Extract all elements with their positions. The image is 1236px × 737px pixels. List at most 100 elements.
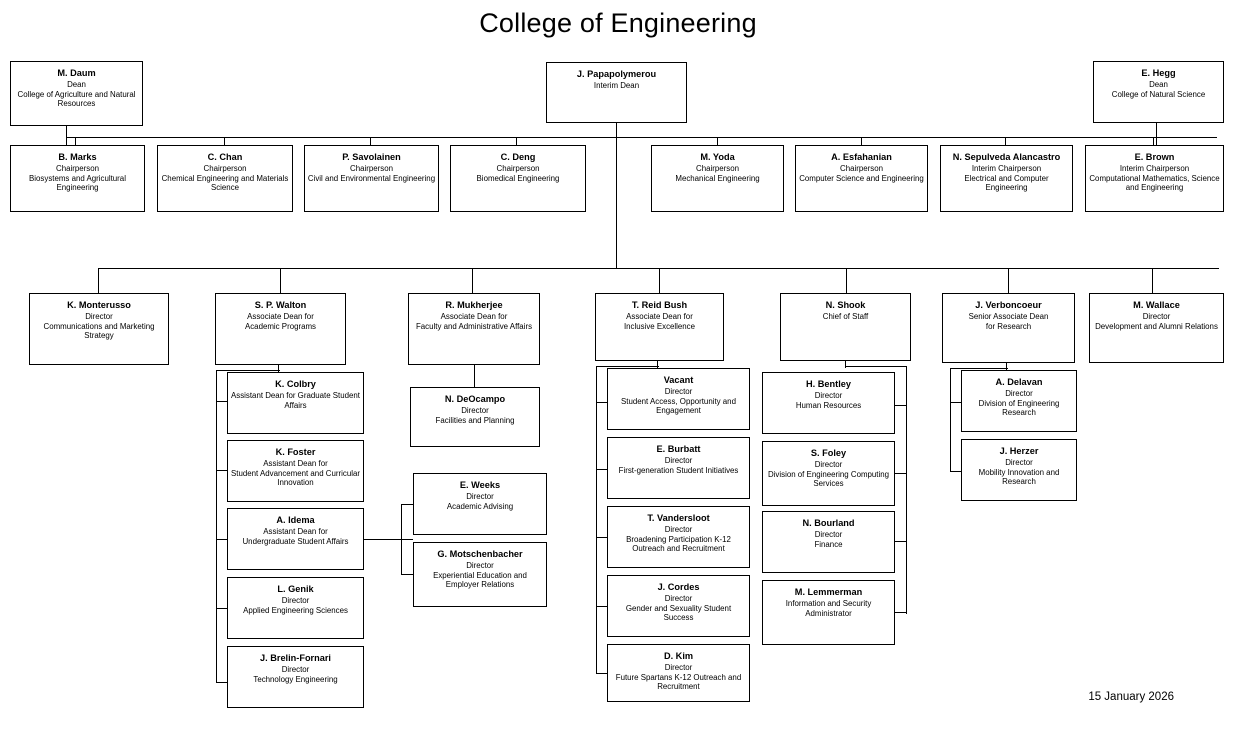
node-role: Director <box>664 525 693 534</box>
node-role: Director <box>814 460 843 469</box>
node-m-lemmerman[interactable]: M. Lemmerman Information and Security Ad… <box>762 580 895 645</box>
node-n-sepulveda-alancastro[interactable]: N. Sepulveda Alancastro Interim Chairper… <box>940 145 1073 212</box>
node-name: J. Cordes <box>657 582 700 592</box>
node-s-foley[interactable]: S. Foley Director Division of Engineerin… <box>762 441 895 506</box>
node-p-savolainen[interactable]: P. Savolainen Chairperson Civil and Envi… <box>304 145 439 212</box>
connector-daum-down <box>66 125 68 145</box>
node-role: Director <box>466 561 494 570</box>
node-vacant[interactable]: Vacant Director Student Access, Opportun… <box>607 368 750 430</box>
node-c-chan[interactable]: C. Chan Chairperson Chemical Engineering… <box>157 145 293 212</box>
node-unit: Broadening Participation K-12 Outreach a… <box>626 534 731 554</box>
connector-idema-to-weeks <box>401 504 414 506</box>
node-j-brelin-fornari[interactable]: J. Brelin-Fornari Director Technology En… <box>227 646 364 708</box>
connector-shook-stub <box>845 360 847 368</box>
node-k-monterusso[interactable]: K. Monterusso Director Communications an… <box>29 293 169 365</box>
node-k-colbry[interactable]: K. Colbry Assistant Dean for Graduate St… <box>227 372 364 434</box>
node-unit: Electrical and Computer Engineering <box>964 173 1049 193</box>
node-name: E. Burbatt <box>656 444 701 454</box>
connector-idema-out <box>363 539 413 541</box>
node-n-deocampo[interactable]: N. DeOcampo Director Facilities and Plan… <box>410 387 540 447</box>
node-role: Director <box>1005 389 1033 398</box>
node-b-marks[interactable]: B. Marks Chairperson Biosystems and Agri… <box>10 145 145 212</box>
connector-idema-to-motschenbacher <box>401 574 414 576</box>
node-role: Chairperson <box>696 164 739 173</box>
node-name: N. Shook <box>825 300 866 310</box>
node-d-kim[interactable]: D. Kim Director Future Spartans K-12 Out… <box>607 644 750 702</box>
connector-drop-shook <box>846 268 848 293</box>
node-j-cordes[interactable]: J. Cordes Director Gender and Sexuality … <box>607 575 750 637</box>
node-h-bentley[interactable]: H. Bentley Director Human Resources <box>762 372 895 434</box>
node-name: N. DeOcampo <box>444 394 506 404</box>
node-role: Assistant Dean for <box>263 459 328 468</box>
node-name: S. Foley <box>810 448 847 458</box>
node-name: H. Bentley <box>806 379 851 389</box>
connector-verboncoeur-stub-h <box>950 368 1008 370</box>
node-e-hegg[interactable]: E. Hegg Dean College of Natural Science <box>1093 61 1224 123</box>
node-role: Information and Security Administrator <box>785 599 872 618</box>
node-name: A. Delavan <box>995 377 1043 387</box>
connector-walton-to-colbry <box>216 401 228 403</box>
node-role: Associate Dean for <box>247 312 314 321</box>
node-unit: Facilities and Planning <box>435 415 515 425</box>
connector-walton-to-brelinfornari <box>216 682 228 684</box>
node-role: Director <box>814 530 843 539</box>
node-unit: First-generation Student Initiatives <box>618 465 739 475</box>
node-name: J. Herzer <box>999 446 1039 456</box>
node-unit: Mechanical Engineering <box>675 173 760 183</box>
node-k-foster[interactable]: K. Foster Assistant Dean for Student Adv… <box>227 440 364 502</box>
node-n-bourland[interactable]: N. Bourland Director Finance <box>762 511 895 573</box>
connector-verboncoeur-stub <box>1006 362 1008 370</box>
connector-drop-mukherjee <box>472 268 474 293</box>
connector-drop-brown <box>1153 137 1155 145</box>
node-t-vandersloot[interactable]: T. Vandersloot Director Broadening Parti… <box>607 506 750 568</box>
node-m-wallace[interactable]: M. Wallace Director Development and Alum… <box>1089 293 1224 363</box>
node-t-reid-bush[interactable]: T. Reid Bush Associate Dean for Inclusiv… <box>595 293 724 361</box>
node-s-p-walton[interactable]: S. P. Walton Associate Dean for Academic… <box>215 293 346 365</box>
node-unit: Division of Engineering Computing Servic… <box>767 469 890 489</box>
node-role: Director <box>281 665 310 674</box>
node-e-weeks[interactable]: E. Weeks Director Academic Advising <box>413 473 547 535</box>
node-name: E. Hegg <box>1141 68 1176 78</box>
node-name: K. Colbry <box>275 379 316 389</box>
node-unit: Human Resources <box>795 400 862 410</box>
node-m-daum[interactable]: M. Daum Dean College of Agriculture and … <box>10 61 143 126</box>
node-unit: Experiential Education and Employer Rela… <box>433 570 527 590</box>
connector-verboncoeur-to-herzer <box>950 471 962 473</box>
connector-reidbush-to-burbatt <box>596 469 608 471</box>
node-a-idema[interactable]: A. Idema Assistant Dean for Undergraduat… <box>227 508 364 570</box>
connector-drop-marks <box>75 137 77 145</box>
node-unit: Future Spartans K-12 Outreach and Recrui… <box>615 672 742 692</box>
node-name: T. Reid Bush <box>631 300 688 310</box>
connector-drop-wallace <box>1152 268 1154 293</box>
node-role: Director <box>814 391 843 400</box>
node-unit: Civil and Environmental Engineering <box>307 173 436 183</box>
node-role: Chairperson <box>56 164 99 173</box>
node-r-mukherjee[interactable]: R. Mukherjee Associate Dean for Faculty … <box>408 293 540 365</box>
node-role: Assistant Dean for Graduate Student Affa… <box>231 391 360 410</box>
connector-reidbush-to-kim <box>596 673 608 675</box>
node-e-burbatt[interactable]: E. Burbatt Director First-generation Stu… <box>607 437 750 499</box>
connector-mukherjee-to-deocampo <box>474 364 476 387</box>
node-name: K. Foster <box>275 447 316 457</box>
connector-drop-verboncoeur <box>1008 268 1010 293</box>
node-role: Chairperson <box>840 164 883 173</box>
node-unit: Academic Programs <box>244 321 317 331</box>
node-a-delavan[interactable]: A. Delavan Director Division of Engineer… <box>961 370 1077 432</box>
node-j-papapolymerou[interactable]: J. Papapolymerou Interim Dean <box>546 62 687 123</box>
node-e-brown[interactable]: E. Brown Interim Chairperson Computation… <box>1085 145 1224 212</box>
node-unit: Student Advancement and Curricular Innov… <box>231 468 360 488</box>
node-a-esfahanian[interactable]: A. Esfahanian Chairperson Computer Scien… <box>795 145 928 212</box>
node-g-motschenbacher[interactable]: G. Motschenbacher Director Experiential … <box>413 542 547 607</box>
node-role: Director <box>1005 458 1033 467</box>
node-l-genik[interactable]: L. Genik Director Applied Engineering Sc… <box>227 577 364 639</box>
node-j-herzer[interactable]: J. Herzer Director Mobility Innovation a… <box>961 439 1077 501</box>
node-j-verboncoeur[interactable]: J. Verboncoeur Senior Associate Dean for… <box>942 293 1075 363</box>
node-name: B. Marks <box>58 152 97 162</box>
connector-bus-deans <box>98 268 1219 270</box>
connector-drop-reidbush <box>659 268 661 293</box>
node-role: Director <box>85 312 113 321</box>
node-m-yoda[interactable]: M. Yoda Chairperson Mechanical Engineeri… <box>651 145 784 212</box>
node-c-deng[interactable]: C. Deng Chairperson Biomedical Engineeri… <box>450 145 586 212</box>
node-n-shook[interactable]: N. Shook Chief of Staff <box>780 293 911 361</box>
